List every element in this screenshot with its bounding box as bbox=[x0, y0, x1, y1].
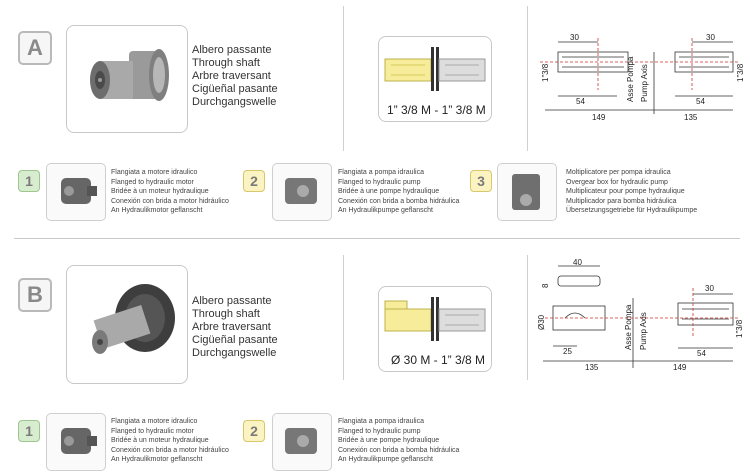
hydraulic-pump-thumbnail bbox=[272, 163, 332, 221]
section-a-technical-drawing: 30 30 1”3/8 1”3/8 Asse Pompa Pump Axis 5… bbox=[540, 30, 745, 130]
coupling-label-a: 1” 3/8 M - 1” 3/8 M bbox=[387, 103, 486, 117]
name-de: Durchgangswelle bbox=[192, 96, 277, 108]
dimension-drawing-b bbox=[543, 265, 740, 368]
dim-top-left: 30 bbox=[570, 33, 579, 42]
option-badge-3: 3 bbox=[470, 170, 492, 192]
through-shaft-image-b bbox=[92, 284, 175, 354]
dim-149: 149 bbox=[592, 113, 606, 122]
option-badge-2: 2 bbox=[243, 170, 265, 192]
dim-135: 135 bbox=[585, 363, 599, 372]
divider bbox=[343, 255, 344, 380]
overgear-box-icon bbox=[512, 174, 540, 210]
dim-top-right: 30 bbox=[706, 33, 715, 42]
dim-8: 8 bbox=[541, 283, 550, 288]
name-es: Cigüeñal pasante bbox=[192, 334, 278, 346]
hydraulic-pump-thumbnail bbox=[272, 413, 332, 471]
name-it: Albero passante bbox=[192, 44, 272, 56]
axis-label-it: Asse Pompa bbox=[624, 304, 633, 350]
dim-40: 40 bbox=[573, 258, 582, 267]
dim-54-right: 54 bbox=[696, 97, 705, 106]
section-b-shaft-photo bbox=[66, 265, 188, 384]
section-a-shaft-photo bbox=[66, 25, 188, 133]
name-it: Albero passante bbox=[192, 295, 272, 307]
section-a-coupling: 1” 3/8 M - 1” 3/8 M bbox=[378, 36, 492, 122]
name-en: Through shaft bbox=[192, 308, 260, 320]
dim-54: 54 bbox=[697, 349, 706, 358]
option-badge-1: 1 bbox=[18, 420, 40, 442]
axis-label-it: Asse Pompa bbox=[626, 56, 635, 102]
dim-54-left: 54 bbox=[576, 97, 585, 106]
dimension-drawing-a bbox=[540, 38, 740, 114]
name-de: Durchgangswelle bbox=[192, 347, 277, 359]
coupling-drawing-b bbox=[384, 297, 486, 341]
section-b-names: Albero passante Through shaft Arbre trav… bbox=[192, 295, 278, 360]
hydraulic-pump-icon bbox=[285, 428, 317, 454]
divider bbox=[343, 6, 344, 151]
option-badge-2: 2 bbox=[243, 420, 265, 442]
dim-d30: Ø30 bbox=[537, 314, 546, 330]
name-fr: Arbre traversant bbox=[192, 70, 271, 82]
dim-25: 25 bbox=[563, 347, 572, 356]
divider bbox=[527, 6, 528, 151]
option-badge-1: 1 bbox=[18, 170, 40, 192]
dim-right-vertical: 1”3/8 bbox=[735, 319, 744, 338]
axis-label-en: Pump Axis bbox=[640, 64, 649, 102]
divider bbox=[527, 255, 528, 380]
axis-label-en: Pump Axis bbox=[639, 312, 648, 350]
name-en: Through shaft bbox=[192, 57, 260, 69]
section-a-letter: A bbox=[18, 31, 52, 65]
hydraulic-motor-icon bbox=[61, 428, 97, 454]
dim-top-right: 30 bbox=[705, 284, 714, 293]
section-b-letter: B bbox=[18, 278, 52, 312]
dim-right-vertical: 1”3/8 bbox=[736, 63, 745, 82]
dim-left-vertical: 1”3/8 bbox=[541, 63, 550, 82]
name-fr: Arbre traversant bbox=[192, 321, 271, 333]
section-a-names: Albero passante Through shaft Arbre trav… bbox=[192, 44, 278, 109]
name-es: Cigüeñal pasante bbox=[192, 83, 278, 95]
hydraulic-pump-icon bbox=[285, 178, 317, 204]
hydraulic-motor-thumbnail bbox=[46, 163, 106, 221]
section-b-technical-drawing: 40 8 Ø30 25 30 1”3/8 Asse Pompa Pump Axi… bbox=[535, 258, 744, 373]
dim-135: 135 bbox=[684, 113, 698, 122]
dim-149: 149 bbox=[673, 363, 687, 372]
section-b-coupling: Ø 30 M - 1” 3/8 M bbox=[378, 286, 492, 372]
hydraulic-motor-thumbnail bbox=[46, 413, 106, 471]
through-shaft-image-a bbox=[90, 49, 169, 101]
hydraulic-motor-icon bbox=[61, 178, 97, 204]
coupling-label-b: Ø 30 M - 1” 3/8 M bbox=[391, 353, 486, 367]
coupling-drawing-a bbox=[384, 47, 486, 91]
overgear-box-thumbnail bbox=[497, 163, 557, 221]
section-divider bbox=[14, 238, 740, 239]
